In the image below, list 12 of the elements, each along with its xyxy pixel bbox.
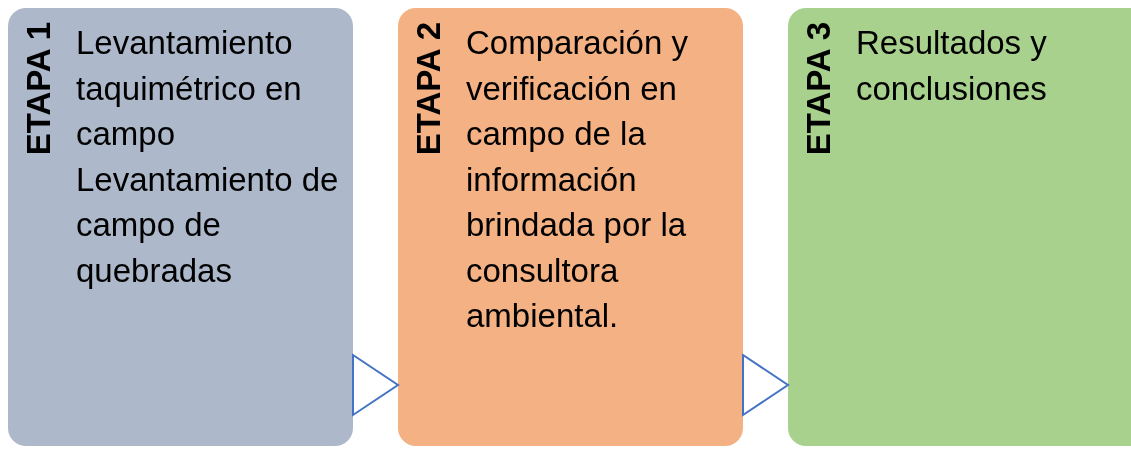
stage-text: Resultados y conclusiones xyxy=(856,23,1048,109)
stage-text: Levantamiento de campo de quebradas xyxy=(76,159,340,291)
stage-text: Levantamiento taquimétrico en campo xyxy=(76,23,303,155)
chevron-arrow xyxy=(742,353,790,417)
stage-heading: ETAPA 1 xyxy=(20,22,58,156)
stage-panel xyxy=(788,8,1131,446)
stage-text: Comparación y verificación en campo de la información brindada por la consultora ambiental. xyxy=(466,23,689,337)
chevron-arrow xyxy=(352,353,400,417)
stage-panel xyxy=(398,8,743,446)
stage-heading: ETAPA 3 xyxy=(800,22,838,156)
stage-heading: ETAPA 2 xyxy=(410,22,448,156)
stage-panel xyxy=(8,8,353,446)
